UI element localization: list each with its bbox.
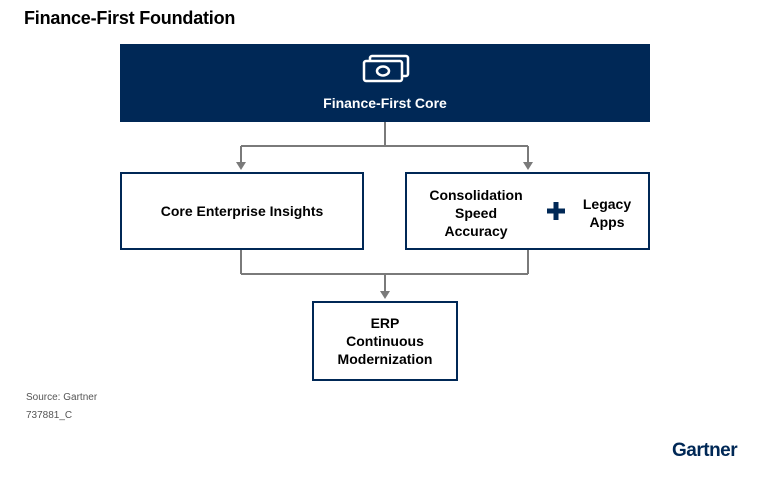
- gartner-logo: Gartner: [672, 440, 738, 461]
- arrow-head-bottom: [380, 291, 390, 299]
- finance-first-core-box: Finance-First Core: [120, 44, 650, 122]
- consolidation-label: Consolidation: [429, 187, 523, 203]
- erp-label: ERP: [370, 315, 400, 331]
- arrow-head-left: [236, 162, 246, 170]
- consolidation-text: Consolidation Speed Accuracy: [407, 186, 545, 240]
- accuracy-label: Accuracy: [444, 223, 508, 239]
- plus-icon: [547, 202, 565, 220]
- page-title: Finance-First Foundation: [24, 8, 236, 28]
- legacy-label: Legacy: [582, 196, 632, 212]
- money-icon: [362, 54, 410, 83]
- document-id: 737881_C: [26, 410, 73, 421]
- continuous-label: Continuous: [346, 333, 424, 349]
- speed-label: Speed: [454, 205, 497, 221]
- apps-label: Apps: [589, 214, 625, 230]
- modernization-label: Modernization: [337, 351, 433, 367]
- source-note: Source: Gartner: [26, 392, 98, 403]
- arrow-head-right: [523, 162, 533, 170]
- insights-label: Core Enterprise Insights: [160, 203, 324, 219]
- legacy-apps-text: Legacy Apps: [573, 195, 641, 231]
- consolidation-box: Consolidation Speed Accuracy Legacy Apps: [405, 172, 650, 250]
- core-enterprise-insights-box: Core Enterprise Insights: [120, 172, 364, 250]
- core-label: Finance-First Core: [323, 95, 447, 111]
- erp-modernization-box: ERP Continuous Modernization: [312, 301, 458, 381]
